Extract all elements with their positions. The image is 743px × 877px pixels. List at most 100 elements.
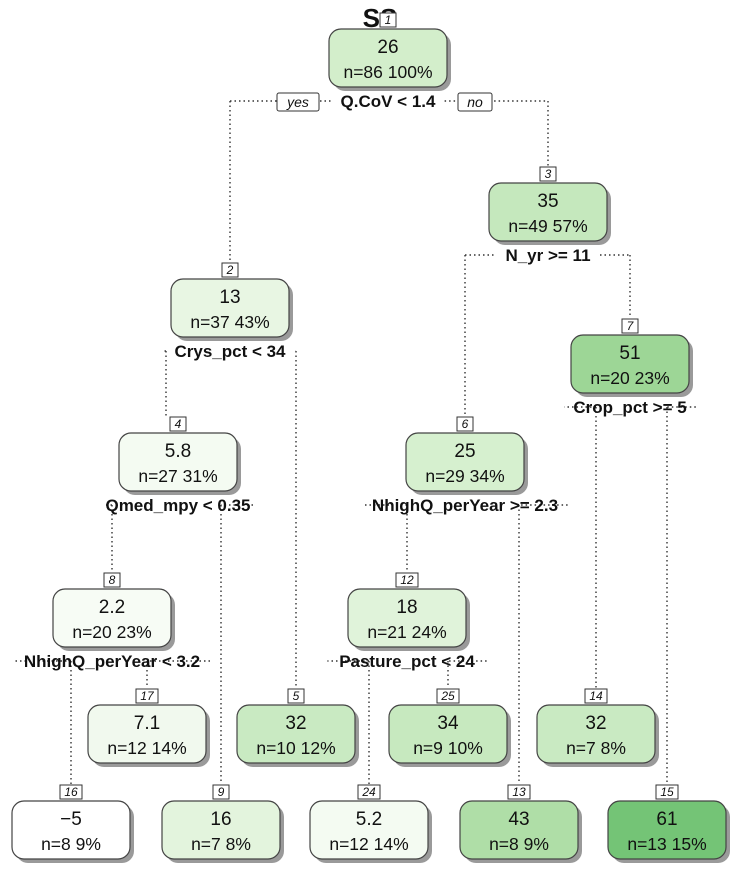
node-id-box xyxy=(395,572,419,588)
node-id-label: 17 xyxy=(140,689,155,703)
tree-node-8: 82.2n=20 23%NhighQ_perYear < 3.2 xyxy=(24,572,200,671)
node-box xyxy=(570,334,690,394)
tree-node-6: 6 25 n=29 34% NhighQ_perYear >= 2.3 xyxy=(372,416,558,515)
node-id-box xyxy=(584,688,608,704)
node-box xyxy=(87,704,207,764)
node-value: 51 xyxy=(619,343,640,364)
node-stats: n=49 57% xyxy=(508,216,587,236)
node-value: −5 xyxy=(60,809,82,830)
node-id-label: 6 xyxy=(462,417,469,431)
node-box xyxy=(328,28,448,88)
node-box xyxy=(52,588,172,648)
node-id-box xyxy=(621,318,639,334)
tree-node-5: 5 32 n=10 12% xyxy=(236,688,359,767)
node-box xyxy=(347,588,467,648)
node-id-label: 16 xyxy=(64,785,78,799)
node-id-box xyxy=(59,784,83,800)
node-value: 32 xyxy=(285,713,306,734)
node-box xyxy=(11,800,131,860)
node-id-box xyxy=(507,784,531,800)
node-id-label: 25 xyxy=(440,689,455,703)
node-stats: n=27 31% xyxy=(138,466,217,486)
tree-node-1: 1 26 n=86 100% Q.CoV < 1.4 xyxy=(328,12,451,111)
node-split-rule: N_yr >= 11 xyxy=(505,246,590,265)
no-label-text: no xyxy=(467,94,483,110)
node-stats: n=8 9% xyxy=(41,834,101,854)
node-id-label: 5 xyxy=(293,689,300,703)
node-id-box xyxy=(221,262,239,278)
node-box xyxy=(536,704,656,764)
node-id-label: 15 xyxy=(660,785,674,799)
tree-node-16: 16 −5 n=8 9% xyxy=(11,784,134,863)
node-box xyxy=(118,432,238,492)
node-box xyxy=(236,704,356,764)
tree-node-17: 17 7.1 n=12 14% xyxy=(87,688,210,767)
node-stats: n=7 8% xyxy=(191,834,251,854)
node-split-rule: NhighQ_perYear >= 2.3 xyxy=(372,496,558,515)
tree-node-13: 13 43 n=8 9% xyxy=(459,784,582,863)
node-box xyxy=(459,800,579,860)
node-id-box xyxy=(103,572,121,588)
node-split-rule: Q.CoV < 1.4 xyxy=(341,92,436,111)
node-id-box xyxy=(357,784,381,800)
node-value: 32 xyxy=(585,713,606,734)
node-stats: n=8 9% xyxy=(489,834,549,854)
node-stats: n=37 43% xyxy=(190,312,269,332)
node-id-box xyxy=(287,688,305,704)
node-value: 18 xyxy=(396,597,417,618)
node-box xyxy=(170,278,290,338)
no-label: no xyxy=(457,92,493,112)
node-id-box xyxy=(379,12,397,28)
node-split-rule: Crys_pct < 34 xyxy=(174,342,286,361)
tree-edges xyxy=(14,100,696,784)
node-id-label: 12 xyxy=(400,573,414,587)
node-id-label: 8 xyxy=(109,573,116,587)
node-box xyxy=(405,432,525,492)
node-stats: n=20 23% xyxy=(72,622,151,642)
tree-node-14: 14 32 n=7 8% xyxy=(536,688,659,767)
node-value: 34 xyxy=(437,713,459,734)
node-id-label: 7 xyxy=(627,319,635,333)
node-box xyxy=(161,800,281,860)
node-id-label: 4 xyxy=(175,417,182,431)
node-value: 26 xyxy=(377,37,398,58)
node-box xyxy=(607,800,727,860)
tree-node-24: 24 5.2 n=12 14% xyxy=(309,784,432,863)
yes-label: yes xyxy=(276,92,320,112)
node-id-label: 13 xyxy=(512,785,526,799)
node-id-box xyxy=(655,784,679,800)
node-stats: n=86 100% xyxy=(343,62,432,82)
node-value: 25 xyxy=(454,441,475,462)
yes-label-text: yes xyxy=(286,94,309,110)
node-id-label: 3 xyxy=(545,167,552,181)
node-id-label: 14 xyxy=(589,689,603,703)
node-split-rule: NhighQ_perYear < 3.2 xyxy=(24,652,200,671)
node-stats: n=10 12% xyxy=(256,738,335,758)
node-id-box xyxy=(456,416,474,432)
node-stats: n=12 14% xyxy=(107,738,186,758)
node-id-label: 1 xyxy=(385,13,392,27)
node-value: 43 xyxy=(508,809,529,830)
node-stats: n=13 15% xyxy=(627,834,706,854)
node-id-box xyxy=(436,688,460,704)
node-value: 7.1 xyxy=(134,713,160,734)
node-stats: n=9 10% xyxy=(413,738,483,758)
node-value: 5.2 xyxy=(356,809,382,830)
node-id-label: 24 xyxy=(361,785,376,799)
node-stats: n=20 23% xyxy=(590,368,669,388)
node-stats: n=7 8% xyxy=(566,738,626,758)
node-stats: n=12 14% xyxy=(329,834,408,854)
node-stats: n=29 34% xyxy=(425,466,504,486)
node-id-label: 2 xyxy=(226,263,234,277)
node-id-box xyxy=(212,784,230,800)
node-box xyxy=(388,704,508,764)
tree-node-4: 45.8n=27 31%Qmed_mpy < 0.35 xyxy=(105,416,251,515)
node-split-rule: Crop_pct >= 5 xyxy=(573,398,686,417)
node-value: 16 xyxy=(210,809,231,830)
